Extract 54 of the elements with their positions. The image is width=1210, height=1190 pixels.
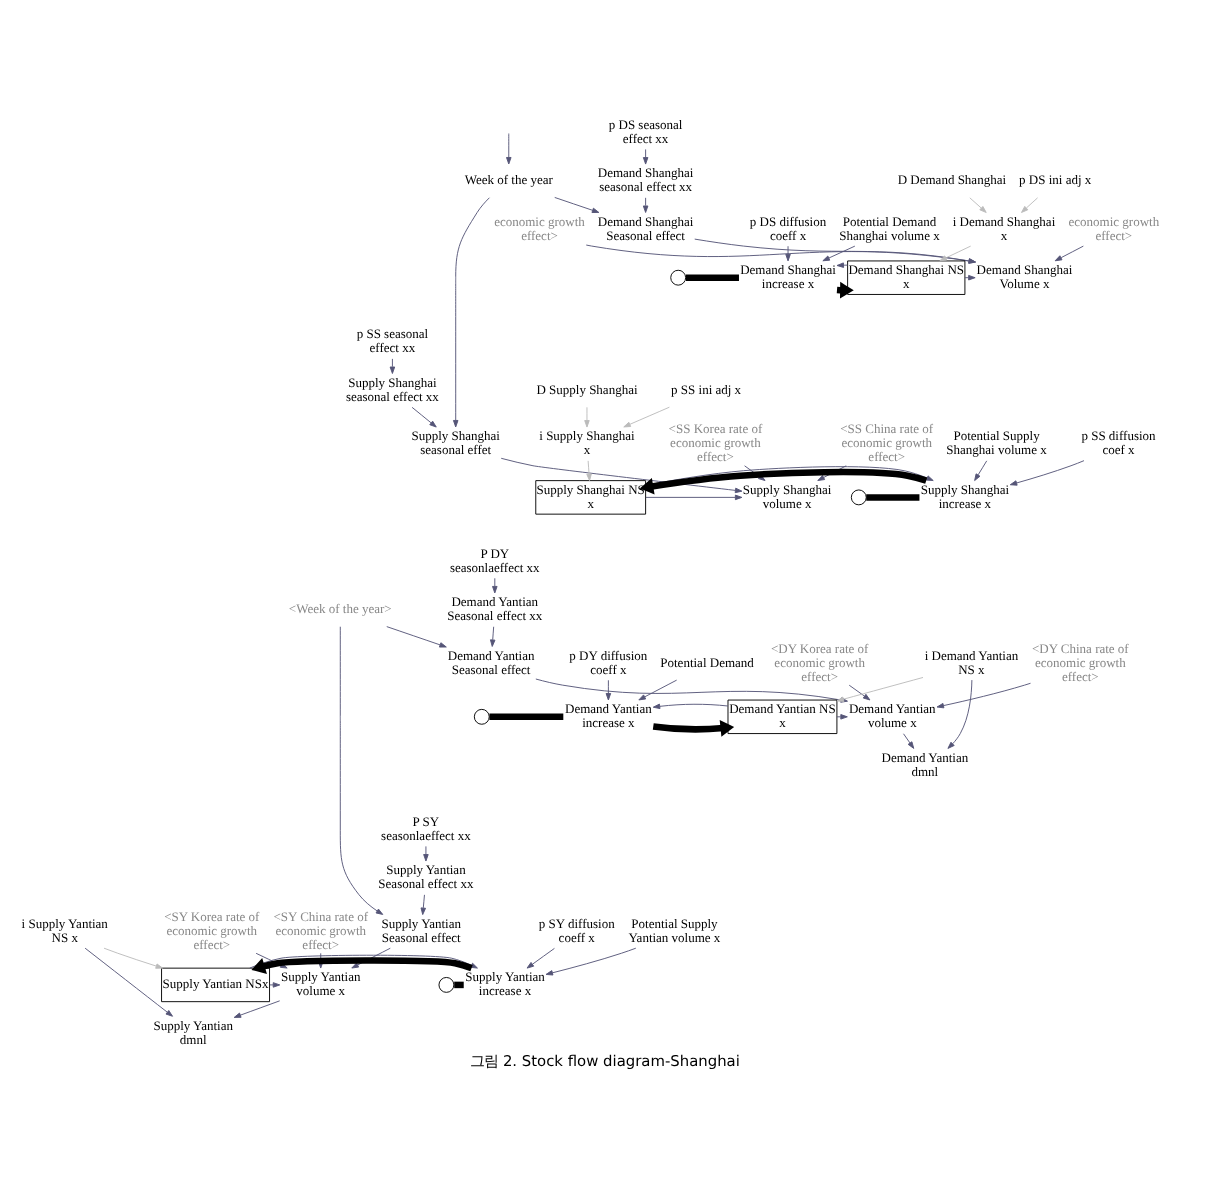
arrow <box>642 197 649 213</box>
arrow <box>339 626 384 915</box>
arrow <box>645 494 743 501</box>
arrow <box>423 845 429 862</box>
arrow <box>233 1000 281 1018</box>
arrow <box>642 148 649 165</box>
arrow <box>903 733 915 749</box>
arrow <box>84 947 173 1017</box>
arrow <box>822 245 856 262</box>
arrow <box>964 274 976 281</box>
node-circle <box>850 489 867 506</box>
arrow <box>586 460 592 482</box>
arrow <box>848 684 871 701</box>
arrow <box>694 238 976 264</box>
arrow <box>623 406 670 428</box>
arrow <box>605 679 612 701</box>
arrow <box>947 679 973 749</box>
arrow <box>489 626 496 647</box>
arrow <box>269 982 281 988</box>
arrow <box>584 406 590 428</box>
arrow <box>936 682 1031 709</box>
arrow <box>639 468 928 495</box>
arrow <box>386 626 447 648</box>
arrow <box>836 714 848 720</box>
arrow <box>452 197 490 428</box>
arrow <box>785 245 791 262</box>
arrow <box>506 133 512 165</box>
arrow <box>836 262 848 268</box>
arrow <box>638 679 678 701</box>
connector <box>489 713 564 721</box>
arrow <box>969 197 987 213</box>
arrow <box>652 703 729 710</box>
arrow <box>939 245 972 262</box>
arrow <box>652 720 735 737</box>
arrow <box>420 894 426 916</box>
arrow <box>526 947 555 969</box>
arrow <box>545 947 637 976</box>
arrow <box>1021 197 1039 213</box>
arrow <box>974 460 988 482</box>
arrow <box>1009 460 1085 486</box>
arrow <box>500 457 743 494</box>
connector <box>866 494 920 501</box>
connector <box>685 274 739 281</box>
arrow <box>1054 245 1084 262</box>
arrow <box>585 244 976 264</box>
arrow <box>411 406 437 428</box>
node-circle <box>670 269 687 286</box>
arrow <box>103 947 164 969</box>
node-circle <box>438 977 455 993</box>
arrow <box>492 577 498 594</box>
arrow <box>554 197 600 213</box>
connector <box>454 981 464 989</box>
arrow <box>389 358 396 374</box>
node-circle <box>473 708 490 725</box>
